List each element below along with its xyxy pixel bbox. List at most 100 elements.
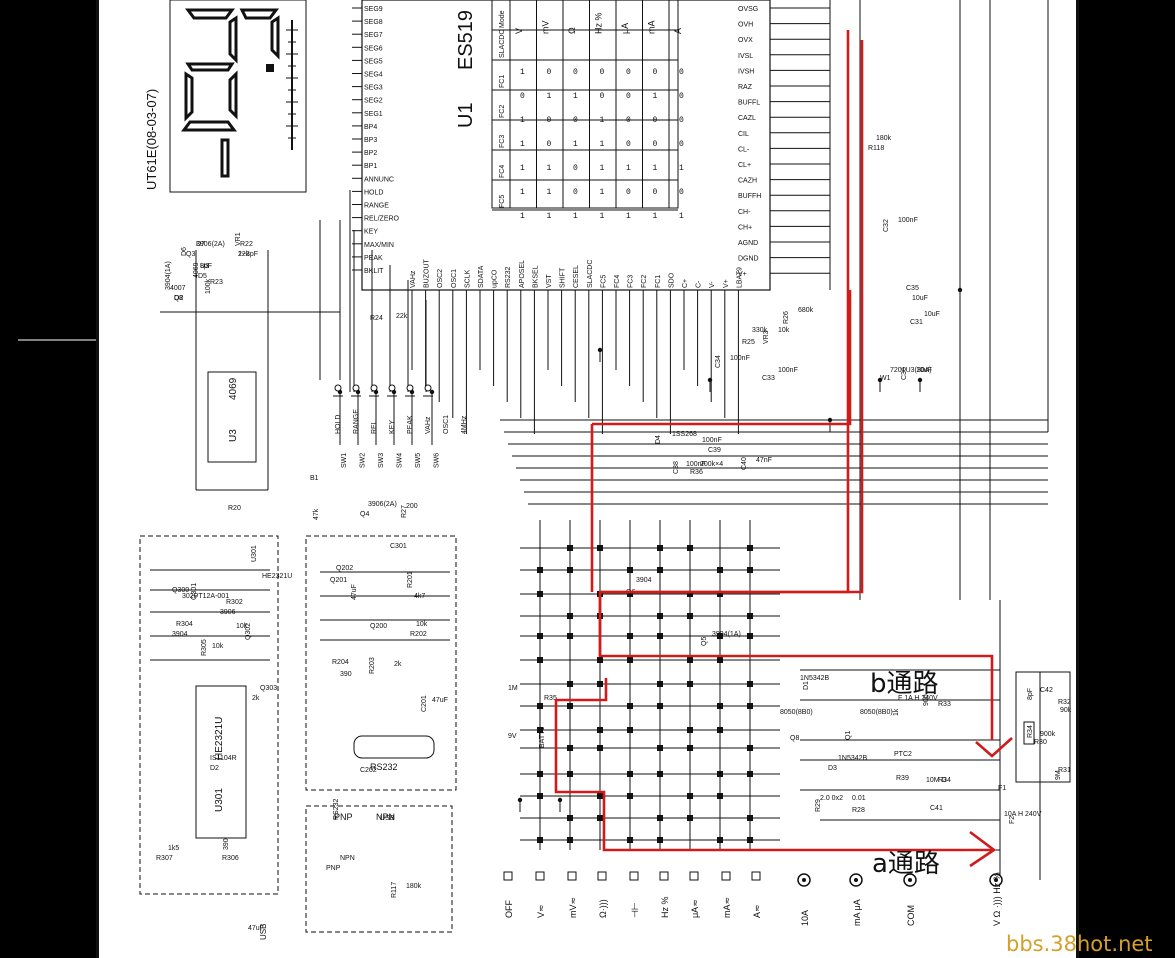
mode-table-cell: 0: [520, 92, 525, 101]
component-label: 100nF: [778, 367, 798, 374]
chip-pin-bottom: C+: [682, 279, 689, 288]
component-label: 7201U3(30A): [890, 367, 932, 374]
mode-table-cell: 0: [653, 68, 658, 77]
component-label: 90k: [1060, 707, 1072, 714]
component-label: 8050(8B0): [780, 709, 813, 716]
component-label: 100nF: [702, 437, 722, 444]
component-label: Q2: [174, 295, 183, 302]
chip-pin-left: SEG2: [364, 98, 383, 105]
mode-table-header: SLACDC: [499, 30, 506, 58]
mode-table-cell: 0: [547, 116, 552, 125]
chip-pin-bottom: CESEL: [573, 265, 580, 288]
component-label: C38: [673, 461, 680, 474]
switch-label: SW3: [378, 453, 385, 468]
component-label: D6: [181, 247, 188, 256]
chip-pin-left: BP2: [364, 150, 377, 157]
chip-pin-left: SEG8: [364, 19, 383, 26]
component-label: D4: [655, 435, 662, 444]
component-label: D2: [210, 765, 219, 772]
mode-table-cell: 1: [600, 140, 605, 149]
component-label: C202: [360, 767, 377, 774]
mode-table-cell: 0: [573, 188, 578, 197]
chip-pin-right: CAZL: [738, 115, 756, 122]
chip-pin-bottom: SDATA: [478, 265, 485, 288]
component-label: 10k: [416, 621, 428, 628]
component-label: C201: [421, 695, 428, 712]
chip-pin-bottom: SLACDC: [587, 260, 594, 288]
mode-table-cell: 0: [573, 68, 578, 77]
chip-pin-right: V+: [738, 271, 747, 278]
chip-pin-bottom: FC1: [655, 275, 662, 288]
chip-pin-bottom: FC2: [641, 275, 648, 288]
component-label: 0.01: [852, 795, 866, 802]
chip-pin-bottom: BKSEL: [532, 265, 539, 288]
chip-pin-bottom: APOSEL: [519, 260, 526, 288]
component-label: C40: [741, 457, 748, 470]
mode-table-mode: mV: [541, 21, 551, 35]
mode-table-cell: 0: [653, 140, 658, 149]
mode-table-cell: 1: [547, 212, 552, 221]
usb-interface-block: HE2321U U301 USB: [139, 535, 279, 940]
mode-table-cell: 0: [653, 116, 658, 125]
chip-pin-right: CL-: [738, 146, 750, 153]
inverter-u3: 4069 U3: [207, 371, 257, 463]
svg-text:R34: R34: [1027, 725, 1034, 738]
component-label: D1: [803, 681, 810, 690]
transistor-test-block: PNP NPN: [305, 805, 453, 933]
svg-text:PNP: PNP: [334, 812, 353, 822]
range-position-label: ⊣⊢: [630, 902, 640, 918]
component-label: 3904(1A): [165, 261, 172, 290]
svg-text:HE2321U: HE2321U: [214, 717, 225, 760]
switch-label: PEAK: [407, 415, 414, 434]
chip-pin-left: KEY: [364, 229, 378, 236]
component-label: 22k: [238, 251, 250, 258]
mode-table-cell: 1: [520, 188, 525, 197]
component-label: C32: [883, 219, 890, 232]
mode-table-cell: 1: [653, 164, 658, 173]
svg-text:USB: USB: [259, 924, 268, 940]
component-label: D8: [174, 295, 183, 302]
component-label: U301: [251, 545, 258, 562]
highlight-path-b: [598, 30, 1013, 758]
mode-table-cell: 0: [679, 116, 684, 125]
chip-pin-right: CH+: [738, 224, 752, 231]
mode-table-header: FC2: [499, 105, 506, 118]
component-label: 100nF: [730, 355, 750, 362]
mode-table-cell: 1: [679, 164, 684, 173]
mode-table-cell: 1: [653, 92, 658, 101]
chip-pin-left: SEG9: [364, 6, 383, 13]
component-label: 180k: [876, 135, 892, 142]
component-label: R31: [1058, 767, 1071, 774]
chip-pin-right: CAZH: [738, 178, 757, 185]
component-label: NPN: [340, 855, 355, 862]
chip-pin-left: SEG5: [364, 58, 383, 65]
chip-pin-bottom: RS232: [505, 266, 512, 288]
component-label: 1N5342B: [800, 675, 830, 682]
chip-pin-bottom: V+: [723, 279, 730, 288]
component-label: 1~3pF: [238, 251, 258, 258]
chip-pin-left: ANNUNC: [364, 176, 394, 183]
component-label: R302: [226, 599, 243, 606]
mode-table-cell: 1: [573, 92, 578, 101]
schematic-page: [98, 0, 1078, 958]
component-label: F 1A H 240V: [898, 695, 938, 702]
chip-pin-left: HOLD: [364, 189, 383, 196]
switch-label: SW1: [341, 453, 348, 468]
component-label: Q1: [845, 731, 852, 740]
component-label: C33: [762, 375, 775, 382]
switch-label: HOLD: [335, 415, 342, 434]
component-label: 3906(2A): [196, 241, 225, 248]
component-label: R304: [176, 621, 193, 628]
chip-pin-right: AGND: [738, 240, 758, 247]
input-protection-block: R34: [1015, 671, 1071, 783]
mode-table-cell: 1: [547, 188, 552, 197]
chip-pin-bottom: SHIFT: [560, 267, 567, 288]
component-label: Q302: [245, 623, 252, 640]
wiring: [150, 0, 1049, 880]
component-label: 200: [406, 503, 418, 510]
svg-text:RS232: RS232: [370, 762, 398, 772]
switch-label: SW5: [415, 453, 422, 468]
chip-pin-right: BUFFH: [738, 193, 761, 200]
component-label: 10k: [236, 623, 248, 630]
